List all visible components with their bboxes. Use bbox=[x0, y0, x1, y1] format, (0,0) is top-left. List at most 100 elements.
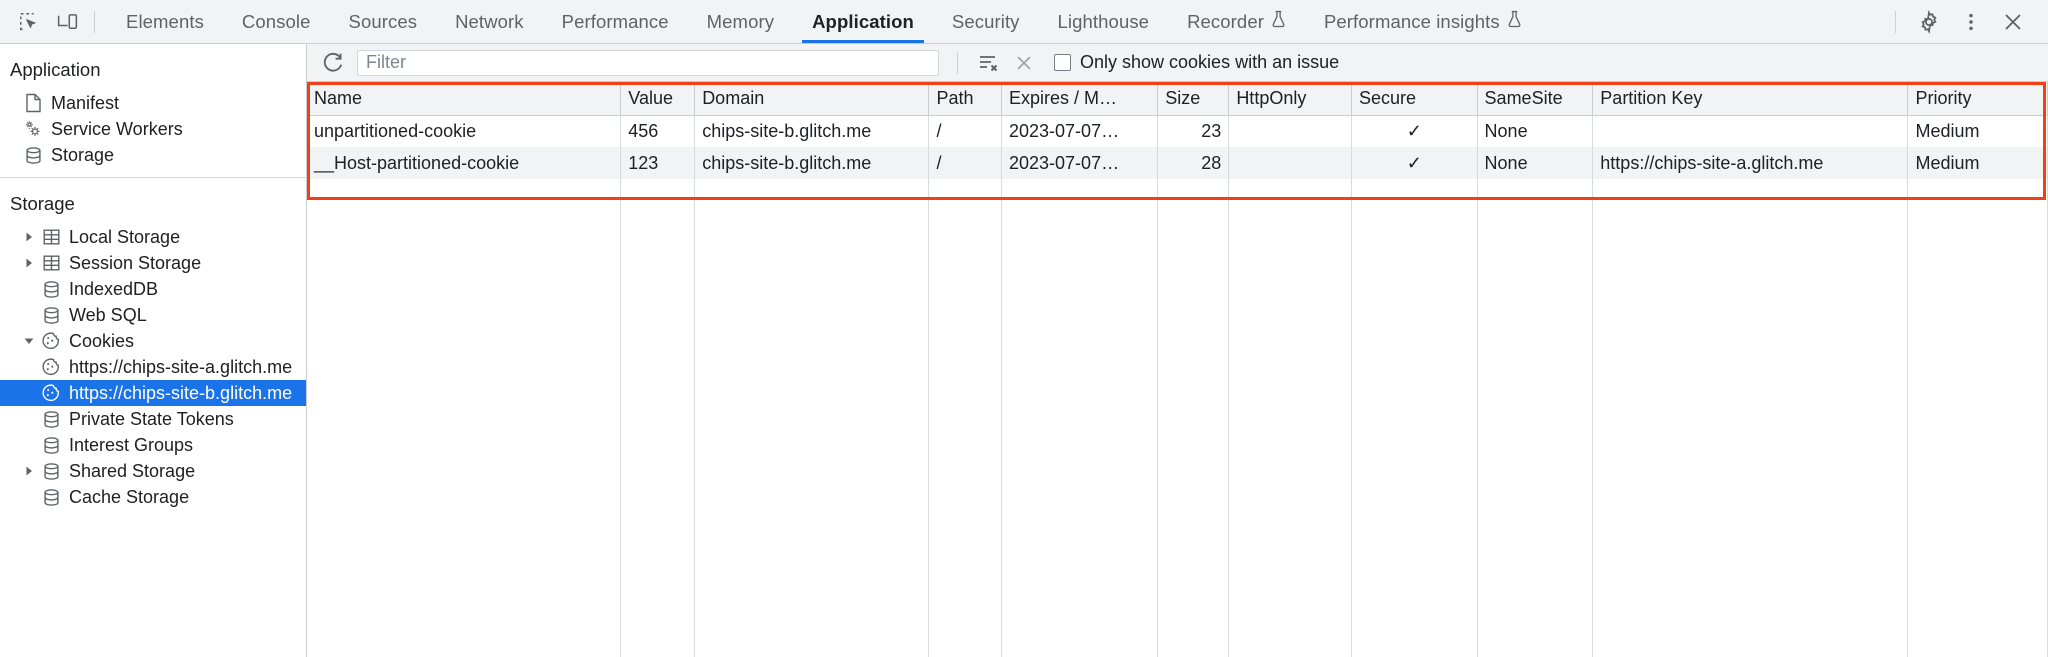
sidebar-item-cookies-chips-site-b[interactable]: https://chips-site-b.glitch.me bbox=[0, 380, 306, 406]
devtools-body: Application Manifest bbox=[0, 44, 2048, 657]
sidebar-item-service-workers[interactable]: Service Workers bbox=[0, 116, 306, 142]
sidebar-item-label: Interest Groups bbox=[69, 435, 194, 455]
database-icon bbox=[38, 278, 64, 300]
cell-httponly[interactable] bbox=[1228, 115, 1353, 147]
tabbar-divider bbox=[94, 10, 95, 33]
filter-input[interactable]: Filter bbox=[357, 49, 939, 76]
cell-value[interactable]: 123 bbox=[620, 147, 696, 179]
sidebar-item-manifest[interactable]: Manifest bbox=[0, 90, 306, 116]
cell-size[interactable]: 28 bbox=[1157, 147, 1230, 179]
tab-security[interactable]: Security bbox=[933, 0, 1039, 43]
tab-performance-insights[interactable]: Performance insights bbox=[1305, 0, 1541, 43]
twisty-placeholder bbox=[20, 436, 38, 454]
twisty-placeholder bbox=[20, 488, 38, 506]
sidebar-item-label: Cookies bbox=[69, 331, 135, 351]
cell-priority[interactable]: Medium bbox=[1907, 147, 2048, 179]
table-row[interactable]: __Host-partitioned-cookie 123 chips-site… bbox=[307, 147, 2048, 179]
tab-label: Lighthouse bbox=[1057, 10, 1150, 32]
column-header-domain[interactable]: Domain bbox=[694, 82, 930, 116]
sidebar-item-indexeddb[interactable]: IndexedDB bbox=[0, 276, 306, 302]
database-icon bbox=[38, 434, 64, 456]
cell-expires[interactable]: 2023-07-07… bbox=[1001, 147, 1159, 179]
chevron-right-icon[interactable] bbox=[20, 254, 38, 272]
delete-selected-cookie-icon[interactable] bbox=[1008, 48, 1040, 78]
chevron-down-icon[interactable] bbox=[20, 332, 38, 350]
device-toolbar-icon[interactable] bbox=[48, 5, 86, 39]
empty-cell bbox=[1228, 179, 1353, 657]
cookie-icon bbox=[38, 330, 64, 352]
column-header-size[interactable]: Size bbox=[1157, 82, 1230, 116]
column-header-priority[interactable]: Priority bbox=[1907, 82, 2048, 116]
close-icon[interactable] bbox=[1992, 4, 2034, 40]
column-header-name[interactable]: Name bbox=[307, 82, 622, 116]
chevron-right-icon[interactable] bbox=[20, 228, 38, 246]
sidebar-item-private-state-tokens[interactable]: Private State Tokens bbox=[0, 406, 306, 432]
empty-cell bbox=[307, 179, 622, 657]
sidebar-item-interest-groups[interactable]: Interest Groups bbox=[0, 432, 306, 458]
cell-path[interactable]: / bbox=[928, 147, 1002, 179]
cell-priority[interactable]: Medium bbox=[1907, 115, 2048, 147]
cell-samesite[interactable]: None bbox=[1477, 115, 1594, 147]
experiment-flask-icon bbox=[1271, 10, 1286, 33]
cell-secure[interactable]: ✓ bbox=[1351, 115, 1478, 147]
tab-sources[interactable]: Sources bbox=[330, 0, 437, 43]
column-header-value[interactable]: Value bbox=[620, 82, 696, 116]
cell-value[interactable]: 456 bbox=[620, 115, 696, 147]
cell-domain[interactable]: chips-site-b.glitch.me bbox=[694, 147, 930, 179]
cell-partition-key[interactable] bbox=[1592, 115, 1909, 147]
sidebar-item-label: Private State Tokens bbox=[69, 409, 234, 429]
tab-application[interactable]: Application bbox=[793, 0, 933, 43]
inspect-element-icon[interactable] bbox=[10, 5, 48, 39]
tab-console[interactable]: Console bbox=[223, 0, 330, 43]
cell-domain[interactable]: chips-site-b.glitch.me bbox=[694, 115, 930, 147]
cell-partition-key[interactable]: https://chips-site-a.glitch.me bbox=[1592, 147, 1909, 179]
column-header-partition-key[interactable]: Partition Key bbox=[1592, 82, 1909, 116]
kebab-menu-icon[interactable] bbox=[1950, 4, 1992, 40]
gear-icon[interactable] bbox=[1908, 4, 1950, 40]
sidebar-item-storage-overview[interactable]: Storage bbox=[0, 142, 306, 168]
database-icon bbox=[38, 304, 64, 326]
refresh-icon[interactable] bbox=[317, 48, 349, 78]
empty-cell bbox=[928, 179, 1002, 657]
sidebar-item-cookies-chips-site-a[interactable]: https://chips-site-a.glitch.me bbox=[0, 354, 306, 380]
table-row[interactable]: unpartitioned-cookie 456 chips-site-b.gl… bbox=[307, 115, 2048, 147]
cookies-table-body: unpartitioned-cookie 456 chips-site-b.gl… bbox=[307, 115, 2048, 179]
tab-label: Elements bbox=[126, 10, 204, 32]
sidebar-item-shared-storage[interactable]: Shared Storage bbox=[0, 458, 306, 484]
cell-path[interactable]: / bbox=[928, 115, 1002, 147]
sidebar-item-label: Web SQL bbox=[69, 305, 147, 325]
cell-name[interactable]: __Host-partitioned-cookie bbox=[307, 147, 622, 179]
sidebar-item-cookies[interactable]: Cookies bbox=[0, 328, 306, 354]
cell-expires[interactable]: 2023-07-07… bbox=[1001, 115, 1159, 147]
column-header-secure[interactable]: Secure bbox=[1351, 82, 1478, 116]
tab-performance[interactable]: Performance bbox=[543, 0, 688, 43]
column-header-httponly[interactable]: HttpOnly bbox=[1228, 82, 1353, 116]
tab-elements[interactable]: Elements bbox=[107, 0, 223, 43]
cell-secure[interactable]: ✓ bbox=[1351, 147, 1478, 179]
only-show-issue-cookies-checkbox[interactable]: Only show cookies with an issue bbox=[1054, 52, 1339, 73]
database-icon bbox=[38, 408, 64, 430]
sidebar-item-cache-storage[interactable]: Cache Storage bbox=[0, 484, 306, 510]
sidebar-item-label: Session Storage bbox=[69, 253, 202, 273]
sidebar-item-session-storage[interactable]: Session Storage bbox=[0, 250, 306, 276]
cell-size[interactable]: 23 bbox=[1157, 115, 1230, 147]
checkbox-box[interactable] bbox=[1054, 54, 1071, 71]
tabbar-right-icons bbox=[1889, 4, 2048, 40]
tab-memory[interactable]: Memory bbox=[688, 0, 793, 43]
sidebar-item-web-sql[interactable]: Web SQL bbox=[0, 302, 306, 328]
clear-all-cookies-icon[interactable] bbox=[972, 48, 1004, 78]
tab-lighthouse[interactable]: Lighthouse bbox=[1039, 0, 1169, 43]
cell-httponly[interactable] bbox=[1228, 147, 1353, 179]
cell-name[interactable]: unpartitioned-cookie bbox=[307, 115, 622, 147]
tab-network[interactable]: Network bbox=[436, 0, 543, 43]
column-header-path[interactable]: Path bbox=[928, 82, 1002, 116]
column-header-expires[interactable]: Expires / M… bbox=[1001, 82, 1159, 116]
chevron-right-icon[interactable] bbox=[20, 462, 38, 480]
tab-recorder[interactable]: Recorder bbox=[1168, 0, 1305, 43]
column-header-samesite[interactable]: SameSite bbox=[1477, 82, 1594, 116]
cell-samesite[interactable]: None bbox=[1477, 147, 1594, 179]
sidebar-item-label: Storage bbox=[51, 145, 115, 165]
sidebar-item-local-storage[interactable]: Local Storage bbox=[0, 224, 306, 250]
sidebar-item-label: Cache Storage bbox=[69, 487, 190, 507]
